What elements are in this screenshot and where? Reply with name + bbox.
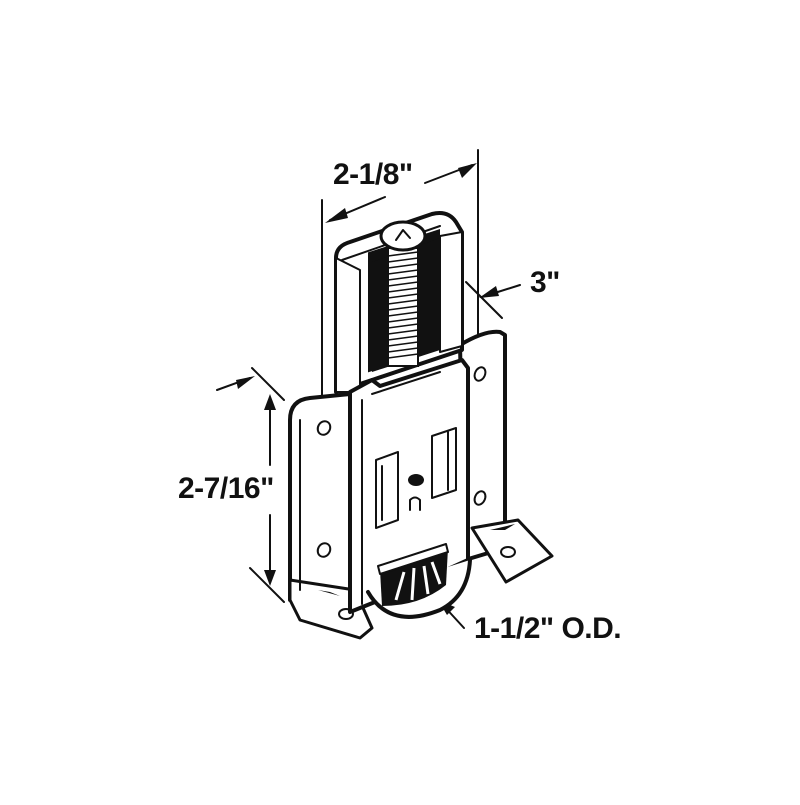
right-mounting-plate	[458, 329, 554, 584]
height-dimension-label: 2-7/16"	[178, 472, 274, 505]
roller-wheel	[366, 543, 472, 619]
wheel-diameter-label: 1-1/2" O.D.	[474, 612, 622, 645]
width-dimension-label: 2-1/8"	[333, 158, 413, 191]
depth-dimension-lines	[465, 281, 521, 319]
depth-dimension-label: 3"	[530, 266, 560, 299]
adjustment-screw	[379, 220, 427, 367]
height-dimension-lines	[216, 367, 285, 603]
width-dimension-lines	[321, 149, 479, 421]
